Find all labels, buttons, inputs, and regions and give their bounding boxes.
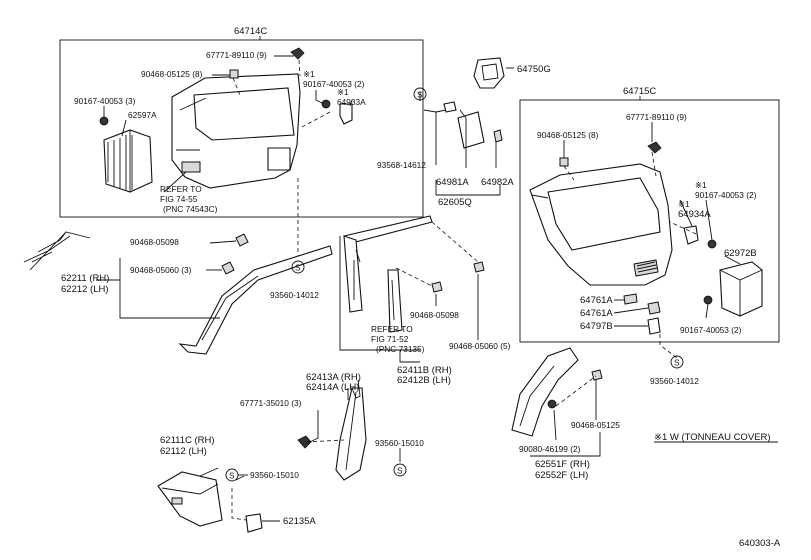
pocket-64981a [457, 111, 485, 149]
group-title-64715c: 64715C [623, 86, 656, 97]
clip-90468-right [559, 157, 569, 167]
part-label: 64797B [580, 321, 613, 332]
bracket-64761a-b [647, 301, 661, 315]
duct-62597a [103, 129, 153, 193]
wheelhouse-62551f [511, 347, 579, 437]
screw-symbol-93568 [413, 87, 427, 101]
part-label: 93560-14012 [650, 376, 699, 386]
screw-symbol-93568-label: S [417, 90, 423, 100]
part-label: ※1 [695, 180, 707, 190]
part-label: REFER TO [371, 324, 413, 334]
group-title-62605q: 62605Q [438, 197, 472, 208]
part-label: REFER TO [160, 184, 202, 194]
clip-90468-left [229, 69, 239, 79]
part-label: 62112 (LH) [160, 446, 207, 457]
pillar-garnish-62211 [178, 245, 333, 355]
part-label: FIG 74-55 [160, 194, 198, 204]
clip-90468-05060-a [221, 261, 235, 275]
bolt-90167-right-a [707, 239, 717, 249]
part-label: 93560-15010 [375, 438, 424, 448]
part-label: 67771-35010 (3) [240, 398, 302, 408]
part-label: ※1 [678, 199, 690, 209]
group-title-64714c: 64714C [234, 26, 267, 37]
part-label: FIG 71-52 [371, 334, 409, 344]
frame-64715c [519, 99, 780, 343]
part-label: (PNC 73135) [376, 344, 425, 354]
screw-symbol-93560-15010-a [393, 463, 407, 477]
roof-side-rail-62411b [343, 215, 433, 245]
part-label: 90468-05125 (8) [537, 130, 599, 140]
clip-67771-left [290, 47, 305, 60]
part-label: 62552F (LH) [535, 470, 588, 481]
part-label: 62597A [128, 110, 157, 120]
clip-64982a [493, 129, 503, 143]
part-label: 62135A [283, 516, 316, 527]
bracket-64933a [339, 103, 353, 125]
part-label: 90468-05125 (8) [141, 69, 203, 79]
frame-64714c [59, 39, 424, 218]
part-label: 62413A (RH) [306, 372, 361, 383]
bolt-90167-left-b [99, 116, 109, 126]
part-label: ※1 [303, 69, 315, 79]
bolt-90167-right-b [703, 295, 713, 305]
part-label: 64934A [678, 209, 711, 220]
part-label: 90468-05125 [571, 420, 620, 430]
part-label: 64761A [580, 308, 613, 319]
cover-64750g [473, 57, 505, 89]
part-label: 90080-46199 (2) [519, 444, 581, 454]
lower-trim-62111c [157, 471, 223, 527]
part-label: ※1 [337, 87, 349, 97]
bracket-64934a [683, 225, 699, 245]
part-label: 64982A [481, 177, 514, 188]
screw-symbol-93560-14012-right [670, 355, 684, 369]
clip-90468-05125-b [591, 369, 603, 381]
screw-symbol-93560-14012-left-label: S [295, 263, 301, 273]
clip-67771-right [647, 141, 662, 154]
part-label: 62972B [724, 248, 757, 259]
part-label: 62414A (LH) [306, 382, 359, 393]
part-label: 90468-05060 (5) [449, 341, 511, 351]
part-label: 62111C (RH) [160, 435, 215, 446]
part-label: 64750G [517, 64, 551, 75]
clip-93568 [443, 101, 457, 113]
part-label: 93560-14012 [270, 290, 319, 300]
clip-90468-05098-b [431, 281, 443, 293]
screw-90080-46199 [547, 399, 557, 409]
bolt-90167-left-a [321, 99, 331, 109]
duct-62972b [719, 261, 763, 317]
plate-64797b [647, 317, 661, 335]
part-label: (PNC 74543C) [163, 204, 218, 214]
part-label: 62412B (LH) [397, 375, 451, 386]
part-label: 67771-89110 (9) [626, 112, 687, 122]
figure-number: 640303-A [739, 538, 781, 549]
part-label: 90167-40053 (2) [680, 325, 742, 335]
part-label: 62551F (RH) [535, 459, 590, 470]
screw-symbol-93560-14012-right-label: S [674, 358, 680, 368]
screw-symbol-93560-14012-left [291, 260, 305, 274]
part-label: 64981A [436, 177, 469, 188]
part-label: 90468-05098 [130, 237, 179, 247]
part-label: 62212 (LH) [61, 284, 109, 295]
part-label: 67771-89110 (9) [206, 50, 267, 60]
part-label: 64761A [580, 295, 613, 306]
part-label: 93568-14612 [377, 160, 426, 170]
tonneau-cover-note: ※1 W (TONNEAU COVER) [654, 432, 771, 443]
clip-90468-05098-a [235, 233, 249, 247]
clip-90468-05060-b [473, 261, 485, 273]
part-label: 90468-05098 [410, 310, 459, 320]
part-label: 62411B (RH) [397, 365, 452, 376]
part-label: 93560-15010 [250, 470, 299, 480]
screw-symbol-93560-15010-b-label: S [229, 471, 235, 481]
part-label: 64933A [337, 97, 366, 107]
bracket-64761a-a [623, 293, 638, 305]
part-label: 90468-05060 (3) [130, 265, 192, 275]
part-label: 62211 (RH) [61, 273, 109, 284]
pillar-62411b [343, 235, 363, 313]
part-label: 90167-40053 (2) [695, 190, 757, 200]
screw-symbol-93560-15010-a-label: S [397, 466, 403, 476]
part-label: 90167-40053 (3) [74, 96, 136, 106]
bracket-62135a [245, 513, 263, 533]
part-label: 90167-40053 (2) [303, 79, 365, 89]
